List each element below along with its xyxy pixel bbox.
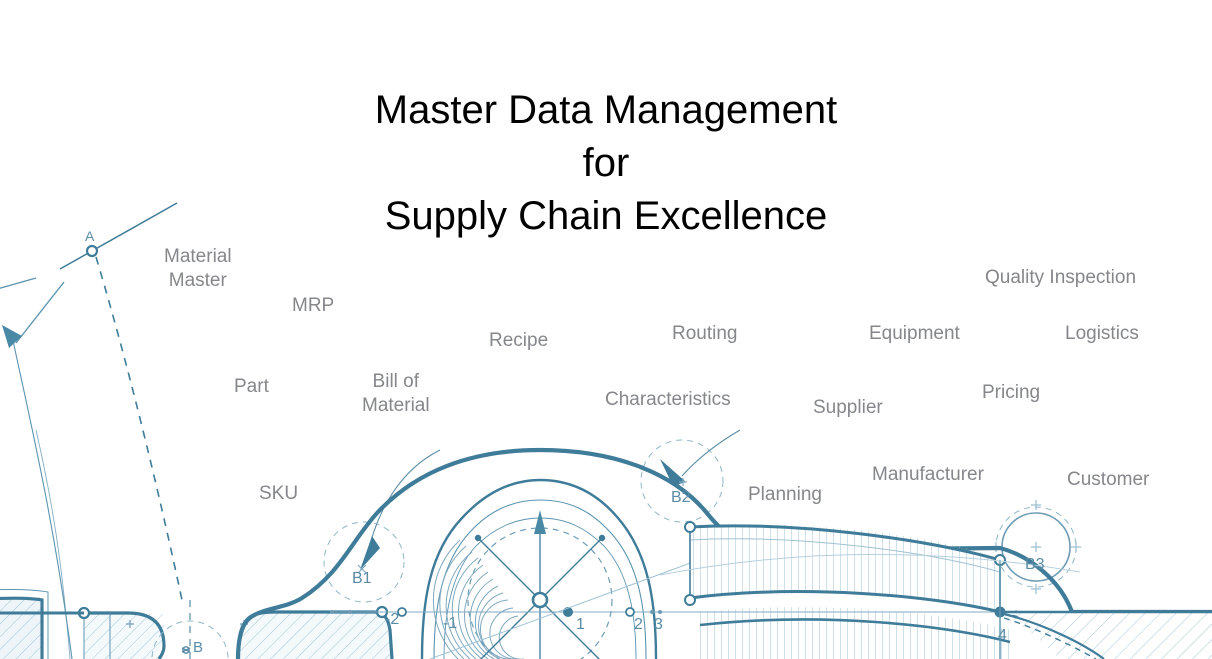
keyword-material-master: Material Master: [164, 245, 232, 293]
callout-b-circle: [151, 600, 229, 659]
callout-label-a: A: [85, 228, 95, 244]
keyword-characteristics: Characteristics: [605, 389, 731, 410]
keyword-bill-of-material-line1: Bill of: [372, 371, 420, 392]
callout-b2: [640, 429, 741, 523]
keyword-equipment: Equipment: [869, 323, 960, 344]
callout-label-b: B: [193, 639, 204, 656]
keyword-material-master-line2: Master: [168, 270, 227, 291]
keyword-bill-of-material: Bill of Material: [362, 370, 430, 418]
axis-tick-2: 2: [634, 616, 643, 633]
callout-label-b2: B2: [671, 489, 691, 506]
left-hatched-panel: [0, 588, 49, 659]
keyword-part: Part: [234, 376, 269, 397]
bottom-left-block-1: [0, 606, 166, 659]
axis-tick-minus-1: -1: [443, 615, 458, 632]
datum-a-group: [59, 202, 183, 601]
axis-tick-minus-2: -2: [385, 611, 400, 628]
callout-label-b1: B1: [352, 570, 372, 587]
keyword-quality-inspection: Quality Inspection: [985, 267, 1137, 288]
keyword-routing: Routing: [672, 323, 738, 344]
keyword-bill-of-material-line2: Material: [362, 395, 430, 416]
keyword-supplier: Supplier: [813, 397, 883, 418]
keyword-logistics: Logistics: [1065, 323, 1139, 344]
axis-tick-4: 4: [998, 627, 1007, 644]
keyword-planning: Planning: [748, 484, 822, 505]
axis-tick-3: 3: [654, 616, 663, 633]
axis-tick-1: 1: [576, 616, 585, 633]
lower-wing-hatched: [699, 607, 1011, 659]
keyword-sku: SKU: [259, 483, 299, 504]
keyword-mrp: MRP: [292, 295, 335, 316]
keyword-customer: Customer: [1067, 469, 1150, 490]
keyword-material-master-line1: Material: [164, 246, 232, 267]
bottom-right-wedge: [999, 560, 1212, 659]
keyword-manufacturer: Manufacturer: [872, 464, 984, 485]
left-construction-lines: [0, 277, 73, 659]
bottom-left-block-2: [236, 605, 394, 659]
callout-label-b3: B3: [1025, 556, 1045, 573]
callout-b1: [323, 449, 441, 603]
keyword-pricing: Pricing: [982, 382, 1041, 403]
callout-b3: [991, 500, 1081, 594]
keyword-recipe: Recipe: [489, 330, 549, 351]
